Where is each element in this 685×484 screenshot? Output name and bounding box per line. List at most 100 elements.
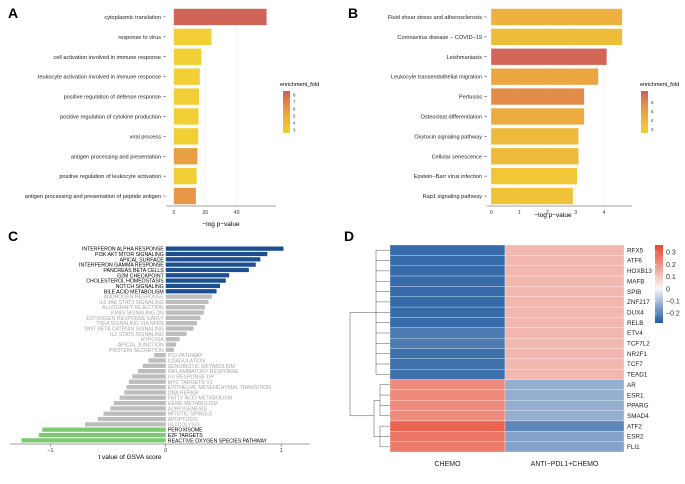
panel-d-row-label: AR [627, 382, 636, 389]
panel-b-x-axis-title: −log p−value [534, 212, 572, 219]
panel-a-legend-title: enrichment_fold [280, 82, 319, 88]
panel-d-row-label: ATF2 [627, 423, 642, 430]
panel-c-bar [148, 358, 166, 363]
panel-c-bar [165, 283, 220, 289]
panel-b-category-label: Epstein−Barr virus infection [414, 174, 482, 180]
panel-c-pathway-label: APICAL SURFACE [120, 257, 165, 263]
panel-d-row-label: RFX5 [627, 247, 644, 254]
panel-c-pathway-label: APOPTOSIS [168, 417, 198, 423]
panel-d-heatmap-cell [389, 327, 506, 339]
panel-a-category-label: cytoplasmic translation [104, 15, 161, 21]
panel-d-column-label: ANTI−PDL1+CHEMO [531, 461, 599, 468]
panel-a-legend-tick-label: 8 [293, 92, 296, 97]
panel-c-pathway-label: KRAS SIGNALING DN [111, 311, 164, 317]
panel-d-heatmap-cell [504, 296, 625, 308]
panel-d-heatmap-cell [389, 286, 506, 297]
panel-d-legend-tick-label: −0.1 [666, 298, 680, 305]
panel-a-legend-tick-label: 3 [293, 127, 296, 132]
panel-d-legend-tick-label: 0.2 [666, 262, 676, 269]
panel-b-legend-title: enrichment_fold [640, 82, 679, 88]
panel-c-pathway-label: INTERFERON GAMMA RESPONSE [79, 263, 164, 269]
panel-d-heatmap-cell [389, 255, 506, 266]
panel-c-bar [132, 374, 166, 379]
panel-d-heatmap-cell [504, 431, 625, 442]
panel-b-category-label: Cellular senescence [432, 154, 482, 160]
panel-c-pathway-label: TNFA SIGNALING VIA NFKB [96, 321, 164, 327]
panel-c-bar [165, 257, 261, 262]
panel-c-bar [103, 411, 166, 416]
panel-c-bar [124, 390, 166, 395]
panel-d-heatmap-cell [504, 306, 625, 318]
panel-c-pathway-label: INFLAMMATORY RESPONSE [168, 369, 239, 375]
panel-a-category-label: positive regulation of leukocyte activat… [59, 174, 161, 180]
panel-b-category-label: Oxytocin signaling pathway [414, 134, 482, 140]
panel-c-bar [165, 267, 249, 273]
panel-c-pathway-label: PI3K AKT MTOR SIGNALING [95, 252, 164, 258]
panel-d-heatmap-cell [389, 358, 506, 370]
panel-c-pathway-label: ESTROGEN RESPONSE EARLY [86, 316, 164, 322]
panel-a-x-axis-title: −log p−value [202, 221, 240, 228]
panel-d-heatmap-cell [389, 441, 506, 453]
panel-d-heatmap-cell [504, 358, 625, 370]
panel-d-heatmap-cell [504, 286, 625, 297]
panel-b-legend-tick-label: 5 [651, 109, 654, 114]
panel-c-bar [126, 384, 166, 390]
panel-d-heatmap-cell [389, 420, 506, 432]
panel-c-x-tick-label: 1 [280, 448, 283, 454]
panel-d-heatmap-cell [389, 369, 506, 380]
panel-b-bar [491, 128, 579, 145]
panel-a-bar [173, 148, 198, 165]
panel-c-pathway-label: COAGULATION [168, 358, 206, 364]
panel-c-bar [165, 331, 187, 336]
panel-b-bar [491, 68, 599, 85]
panel-b-legend-tick-label: 3 [651, 127, 654, 132]
panel-d-row-label: ESR2 [627, 434, 644, 441]
panel-d-row-label: FLI1 [627, 444, 640, 451]
panel-c-bar [165, 262, 256, 267]
panel-b-bar [491, 148, 579, 165]
panel-c-bar [165, 337, 180, 342]
panel-c-bar [165, 310, 204, 315]
panel-a-legend-tick-label: 6 [293, 106, 296, 111]
panel-b-legend-colorbar [641, 91, 648, 133]
panel-d-heatmap-cell [504, 441, 625, 453]
panel-d-heatmap-cell [389, 400, 506, 411]
panel-b-category-label: Osteoclast differentiation [421, 114, 482, 120]
panel-c-bar [165, 342, 177, 347]
panel-a-bar [173, 167, 197, 185]
panel-c-x-tick-label: −1 [47, 448, 53, 454]
panel-c-pathway-label: P53 PATHWAY [168, 353, 204, 359]
panel-b-category-label: Rap1 signaling pathway [423, 194, 483, 200]
panel-c-pathway-label: HEME METABOLISM [168, 401, 218, 407]
panel-c-x-axis-title: t value of GSVA score [98, 454, 161, 461]
panel-c-pathway-label: E2F TARGETS [168, 433, 204, 439]
panel-c-bar [165, 251, 268, 257]
panel-c-bar [110, 406, 166, 411]
panel-b-bar [491, 88, 585, 105]
panel-c-bar [154, 353, 166, 358]
panel-d-heatmap-cell [389, 275, 506, 287]
panel-a-x-tick-label: 40 [234, 210, 240, 216]
panel-a-category-label: positive regulation of cytokine producti… [60, 114, 161, 120]
panel-b-category-label: Leukocyte transendothelial migration [391, 75, 482, 81]
panel-d-legend: 0.30.20.10−0.1−0.2 [655, 245, 680, 323]
panel-d: D RFX5ATF6HOXB13MAFBSPIBZNF217DUX4RELBET… [344, 228, 680, 468]
panel-a-category-label: antigen processing and presentation [71, 154, 161, 160]
panel-c-pathway-label: G2M CHECKPOINT [117, 273, 165, 279]
panel-b-category-label: Leishmaniasis [447, 55, 483, 61]
panel-c-pathway-label: UV RESPONSE UP [168, 374, 215, 380]
panel-d-heatmap-cell [389, 244, 506, 256]
panel-b-x-tick-label: 3 [574, 210, 577, 216]
panel-c-bar [38, 432, 166, 438]
panel-a-bar [173, 48, 202, 65]
panel-c-pathway-label: XENOBIOTIC METABOLISM [168, 364, 235, 370]
panel-c-bar [165, 246, 284, 251]
panel-d-row-label: ZNF217 [627, 299, 650, 306]
panel-d-row-label: ETV4 [627, 330, 643, 337]
panel-d-row-label: TCF7 [627, 361, 643, 368]
panel-c-pathway-label: MITOTIC SPINDLE [168, 412, 213, 418]
panel-b-bar [491, 48, 607, 65]
panel-d-row-label: RELB [627, 320, 643, 327]
panel-b-category-label: Coronavirus disease − COVID−19 [397, 35, 482, 41]
panel-a-bar [173, 128, 199, 145]
